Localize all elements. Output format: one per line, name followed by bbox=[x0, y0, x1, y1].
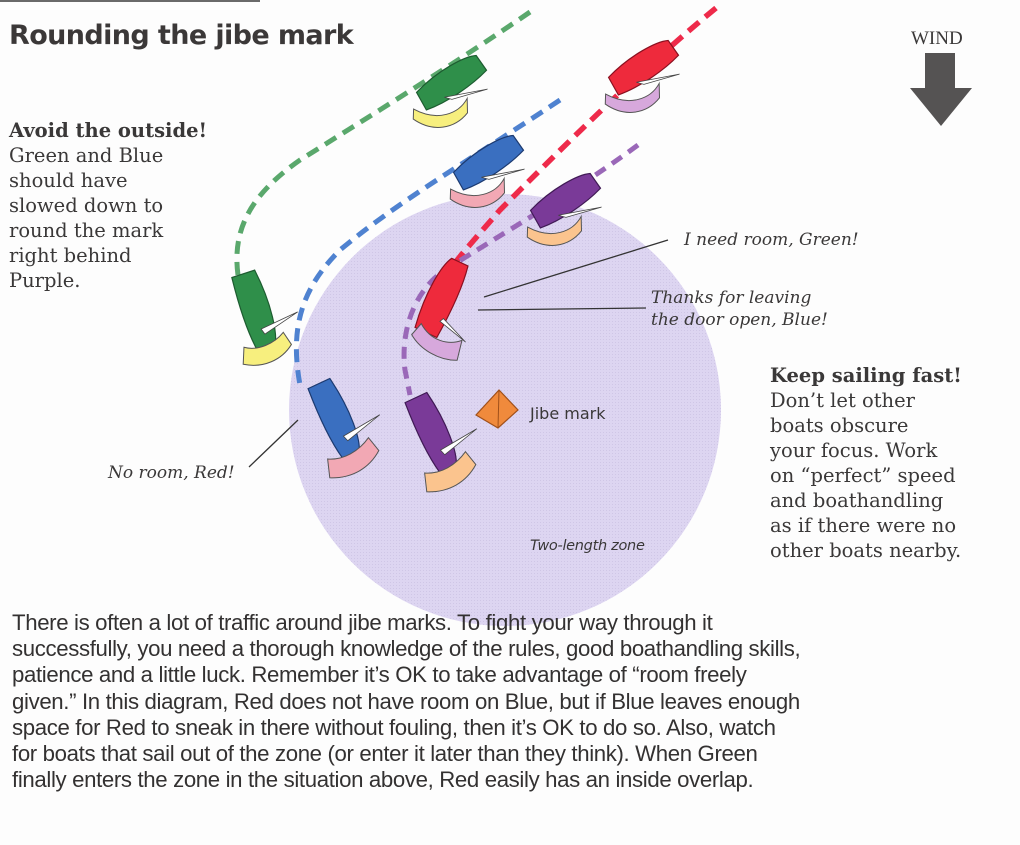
body-line: space for Red to sneak in there without … bbox=[12, 714, 776, 740]
tip-line: on “perfect” speed bbox=[770, 464, 956, 487]
body-paragraph: There is often a lot of traffic around j… bbox=[12, 610, 1012, 793]
callout-line-red-green bbox=[483, 239, 669, 298]
tip-line: your focus. Work bbox=[770, 439, 938, 462]
tip-line: should have bbox=[9, 169, 128, 192]
callout-line-red-blue bbox=[477, 307, 647, 311]
top-rule bbox=[0, 0, 260, 2]
tip-line: boats obscure bbox=[770, 414, 909, 437]
body-line: successfully, you need a thorough knowle… bbox=[12, 636, 801, 662]
callout-line: Thanks for leaving bbox=[651, 288, 812, 308]
callout-blue-to-red: No room, Red! bbox=[108, 463, 235, 483]
body-line: patience and a little luck. Remember it’… bbox=[12, 662, 747, 688]
tip-line: Don’t let other bbox=[770, 389, 915, 412]
tip-line: other boats nearby. bbox=[770, 539, 962, 562]
tip-line: Purple. bbox=[9, 269, 81, 292]
page-title: Rounding the jibe mark bbox=[9, 20, 354, 51]
tip-line: round the mark bbox=[9, 219, 164, 242]
tip-line: as if there were no bbox=[770, 514, 957, 537]
tip-line: right behind bbox=[9, 244, 132, 267]
body-line: There is often a lot of traffic around j… bbox=[12, 610, 713, 635]
body-line: for boats that sail out of the zone (or … bbox=[12, 741, 758, 767]
callout-line-blue-red bbox=[248, 419, 299, 468]
tip-heading: Avoid the outside! bbox=[9, 119, 208, 142]
blue-track bbox=[293, 97, 562, 386]
boat-purple-2 bbox=[404, 391, 478, 493]
tip-line: slowed down to bbox=[9, 194, 164, 217]
tip-avoid-outside: Avoid the outside! Green and Blue should… bbox=[9, 118, 208, 293]
callout-red-to-green: I need room, Green! bbox=[684, 230, 859, 250]
boat-green-2 bbox=[231, 269, 298, 366]
body-line: given.” In this diagram, Red does not ha… bbox=[12, 688, 800, 714]
callout-red-to-blue: Thanks for leaving the door open, Blue! bbox=[651, 287, 828, 331]
green-track bbox=[234, 9, 532, 276]
jibe-mark-icon bbox=[475, 389, 519, 429]
boat-purple-1 bbox=[526, 172, 602, 246]
boat-red-2 bbox=[411, 257, 469, 361]
boat-red-1 bbox=[604, 39, 680, 113]
wind-arrow-down-icon bbox=[910, 53, 972, 126]
boat-green-1 bbox=[412, 54, 488, 128]
zone-label: Two-length zone bbox=[530, 538, 645, 554]
tip-line: and boathandling bbox=[770, 489, 944, 512]
wind-label: WIND bbox=[911, 28, 963, 49]
callout-line: the door open, Blue! bbox=[651, 310, 828, 330]
body-line: finally enters the zone in the situation… bbox=[12, 767, 754, 793]
jibe-mark-label: Jibe mark bbox=[530, 404, 606, 423]
tip-keep-sailing-fast: Keep sailing fast! Don’t let other boats… bbox=[770, 363, 1010, 563]
tip-heading: Keep sailing fast! bbox=[770, 364, 962, 387]
boat-blue-2 bbox=[307, 377, 381, 479]
tip-line: Green and Blue bbox=[9, 144, 164, 167]
boat-blue-1 bbox=[449, 134, 525, 208]
